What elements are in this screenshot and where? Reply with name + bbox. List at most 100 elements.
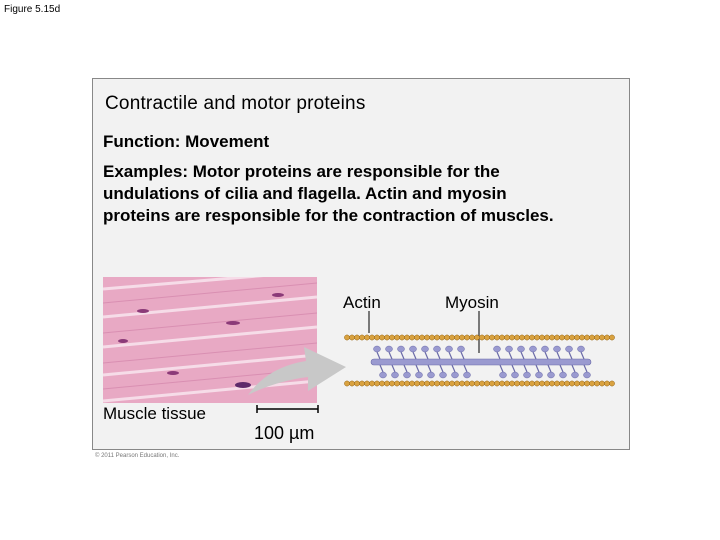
actin-bead	[554, 380, 560, 387]
actin-bead	[529, 380, 535, 387]
myosin-head	[457, 345, 465, 353]
myosin-head	[397, 345, 405, 353]
actin-bead	[399, 334, 405, 341]
actin-bead	[549, 380, 555, 387]
myosin-neck	[496, 351, 501, 360]
myosin-head	[547, 371, 555, 379]
myosin-head	[553, 345, 561, 353]
actin-bead	[534, 334, 540, 341]
actin-bead	[514, 380, 520, 387]
myosin-neck	[568, 351, 573, 360]
actin-bead	[359, 380, 365, 387]
actin-bead	[564, 334, 570, 341]
actin-bead	[504, 380, 510, 387]
actin-bead	[494, 380, 500, 387]
myosin-neck	[544, 351, 549, 360]
actin-bead	[604, 380, 610, 387]
actin-bead	[469, 334, 475, 341]
actin-bead	[424, 334, 430, 341]
actin-bead	[544, 334, 550, 341]
myosin-neck	[427, 364, 432, 373]
myosin-head	[451, 371, 459, 379]
actin-bead	[609, 334, 615, 341]
myosin-neck	[499, 364, 504, 373]
actin-bead	[439, 380, 445, 387]
scale-label: 100 µm	[254, 423, 315, 443]
myosin-head	[583, 371, 591, 379]
actin-bead	[349, 334, 355, 341]
myosin-head	[463, 371, 471, 379]
actin-bead	[579, 380, 585, 387]
myosin-label: Myosin	[445, 293, 499, 312]
myosin-neck	[436, 351, 441, 360]
actin-bead	[344, 334, 350, 341]
actin-bead	[509, 334, 515, 341]
actin-bead	[359, 334, 365, 341]
myosin-neck	[508, 351, 513, 360]
actin-bead	[394, 380, 400, 387]
figure-label: Figure 5.15d	[4, 4, 61, 15]
myosin-neck	[448, 351, 453, 360]
myosin-head	[409, 345, 417, 353]
actin-bead	[434, 334, 440, 341]
actin-bead	[419, 334, 425, 341]
actin-bead	[494, 334, 500, 341]
muscle-tissue-label: Muscle tissue	[103, 404, 206, 423]
actin-bead	[539, 334, 545, 341]
scale-bar	[256, 402, 320, 420]
actin-bead	[549, 334, 555, 341]
actin-bead	[459, 334, 465, 341]
myosin-neck	[511, 364, 516, 373]
actin-bead	[544, 380, 550, 387]
actin-bead	[444, 380, 450, 387]
myosin-head	[511, 371, 519, 379]
actin-bead	[389, 334, 395, 341]
actin-bead	[404, 380, 410, 387]
myosin-head	[439, 371, 447, 379]
actin-bead	[539, 380, 545, 387]
myosin-neck	[400, 351, 405, 360]
myosin-head	[385, 345, 393, 353]
myosin-head	[505, 345, 513, 353]
myosin-head	[559, 371, 567, 379]
actin-bead	[514, 334, 520, 341]
actin-bead	[579, 334, 585, 341]
actin-bead	[554, 334, 560, 341]
myosin-head	[529, 345, 537, 353]
myosin-neck	[403, 364, 408, 373]
actin-bead	[394, 334, 400, 341]
actin-bead	[464, 334, 470, 341]
actin-bead	[504, 334, 510, 341]
actin-bead	[604, 334, 610, 341]
actin-bead	[364, 380, 370, 387]
actin-bead	[364, 334, 370, 341]
actin-bead	[404, 334, 410, 341]
actin-bead	[519, 334, 525, 341]
enlargement-arrow	[248, 337, 348, 402]
actin-bead	[409, 380, 415, 387]
actin-bead	[599, 380, 605, 387]
actin-bead	[354, 334, 360, 341]
actin-bead	[509, 380, 515, 387]
actin-bead	[384, 380, 390, 387]
myosin-filament	[370, 358, 592, 366]
myosin-head	[427, 371, 435, 379]
actin-bead	[499, 380, 505, 387]
actin-bead	[444, 334, 450, 341]
actin-myosin-diagram	[343, 305, 621, 406]
actin-bead	[584, 380, 590, 387]
actin-bead	[584, 334, 590, 341]
myosin-head	[565, 345, 573, 353]
actin-bead	[369, 334, 375, 341]
actin-bead	[449, 380, 455, 387]
figure-panel: Contractile and motor proteins Function:…	[92, 78, 630, 459]
actin-bead	[589, 334, 595, 341]
actin-bead	[349, 380, 355, 387]
actin-bead	[379, 334, 385, 341]
myosin-head	[391, 371, 399, 379]
myosin-neck	[583, 364, 588, 373]
actin-label: Actin	[343, 293, 381, 312]
actin-bead	[484, 380, 490, 387]
myosin-head	[445, 345, 453, 353]
actin-bead	[489, 380, 495, 387]
